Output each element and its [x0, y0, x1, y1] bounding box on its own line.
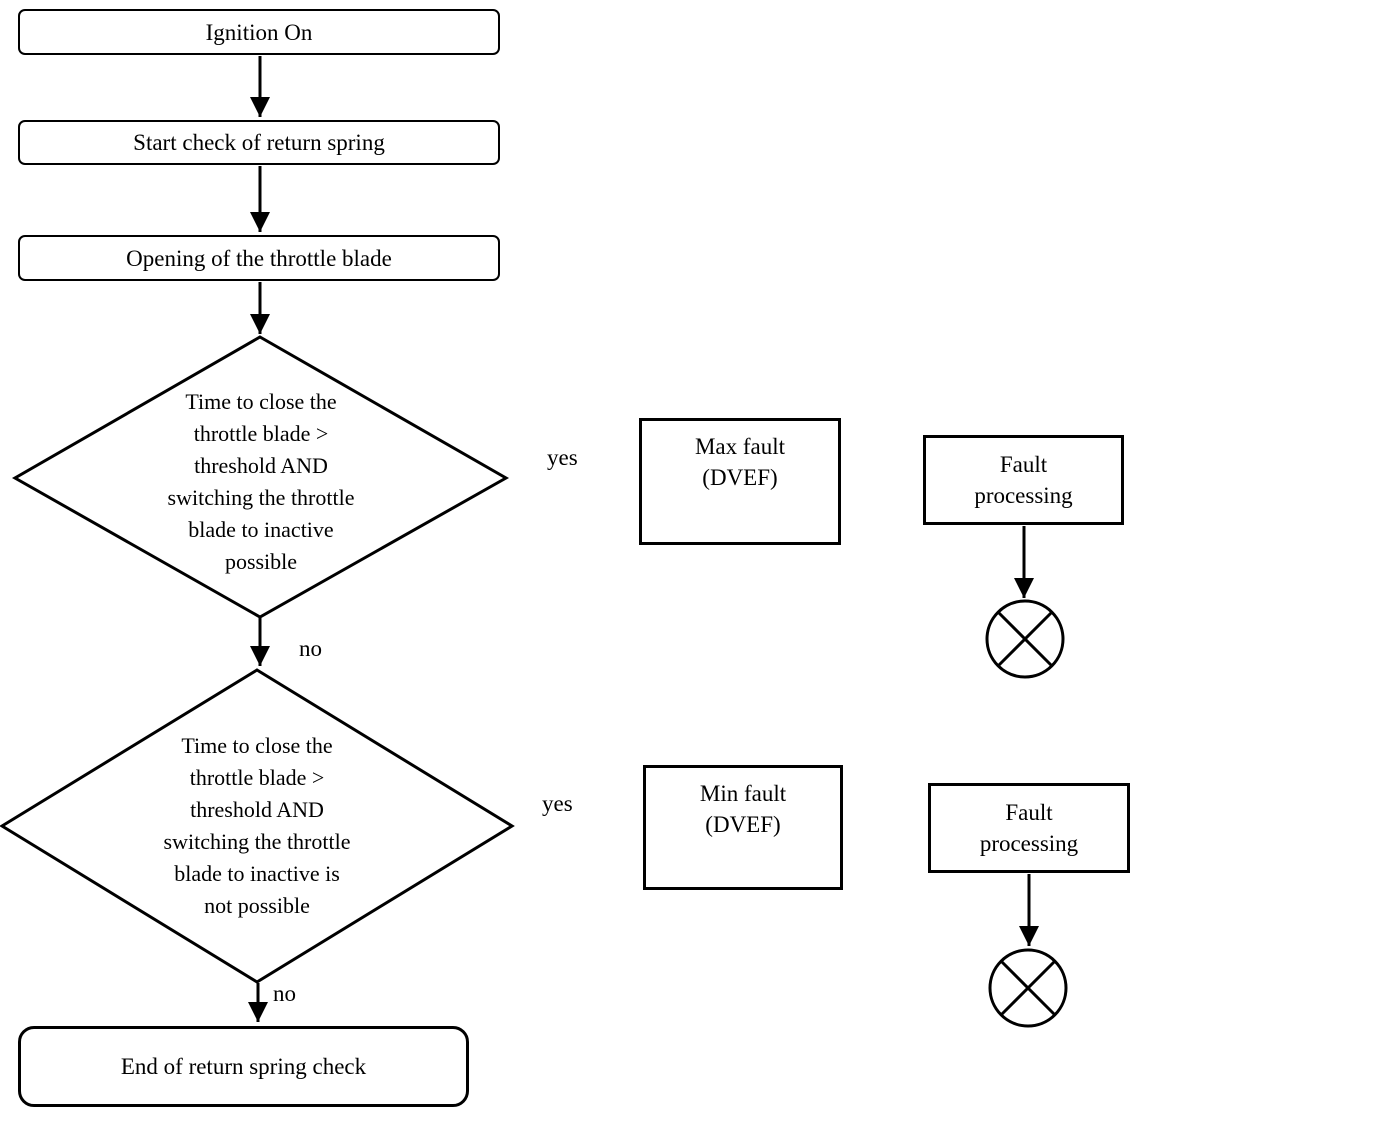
- opening-throttle-label: Opening of the throttle blade: [126, 245, 392, 271]
- node-max-fault: Max fault (DVEF): [639, 418, 841, 545]
- decision1-yes-label: yes: [547, 445, 578, 470]
- end-check-label: End of return spring check: [120, 1054, 367, 1079]
- node-end-check: End of return spring check: [18, 1026, 469, 1107]
- node-fault-processing-1: Fault processing: [923, 435, 1124, 525]
- decision2-no-label: no: [273, 981, 296, 1006]
- node-min-fault: Min fault (DVEF): [643, 765, 843, 890]
- node-start-check: Start check of return spring: [18, 120, 500, 165]
- node-opening-throttle: Opening of the throttle blade: [18, 235, 500, 281]
- node-fault-processing-2: Fault processing: [928, 783, 1130, 873]
- terminator2-circle-x-icon: [988, 948, 1068, 1028]
- max-fault-label: Max fault (DVEF): [694, 434, 786, 490]
- decision1-label: Time to close the throttle blade > thres…: [167, 389, 355, 574]
- decision2-yes-label: yes: [542, 791, 573, 816]
- node-ignition-on: Ignition On: [18, 9, 500, 55]
- fault-processing-2-label: Fault processing: [979, 800, 1079, 856]
- decision2-diamond-shape: [0, 668, 515, 984]
- decision2-label: Time to close the throttle blade > thres…: [163, 733, 351, 918]
- terminator1-circle-x-icon: [985, 599, 1065, 679]
- fault-processing-1-label: Fault processing: [974, 452, 1073, 508]
- decision1-diamond-shape: [11, 335, 510, 619]
- min-fault-label: Min fault (DVEF): [699, 781, 787, 837]
- start-check-label: Start check of return spring: [133, 130, 385, 155]
- decision1-no-label: no: [299, 636, 322, 661]
- ignition-on-label: Ignition On: [205, 19, 313, 45]
